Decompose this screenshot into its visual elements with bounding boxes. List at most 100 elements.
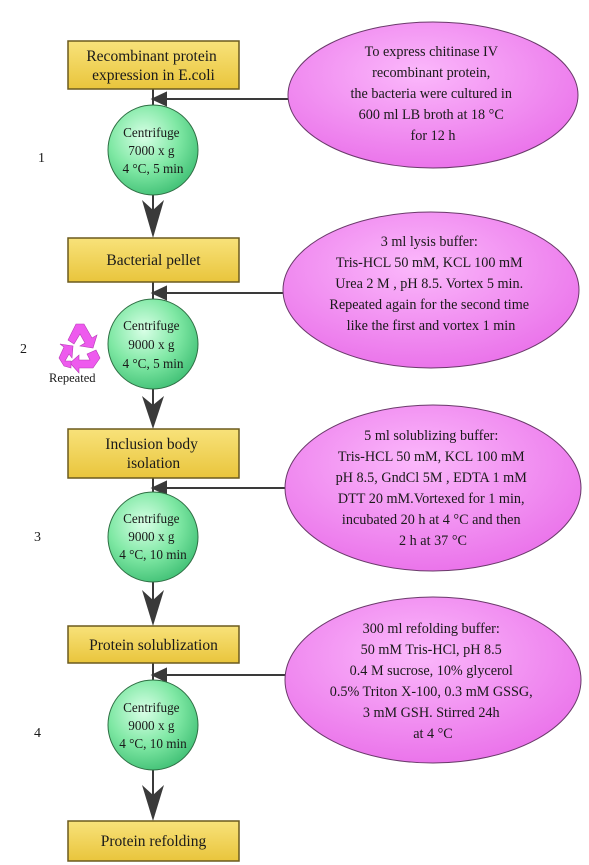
arrowhead-down bbox=[142, 396, 164, 429]
step-number: 4 bbox=[34, 726, 41, 741]
arrowhead-left bbox=[150, 667, 167, 683]
arrowhead-left bbox=[150, 91, 167, 107]
process-box-label: Bacterial pellet bbox=[106, 252, 201, 269]
process-box-shape bbox=[67, 237, 240, 283]
process-box-shape bbox=[67, 625, 240, 664]
centrifuge-line: Centrifuge bbox=[123, 318, 180, 333]
note-ellipse-2: 3 ml lysis buffer: Tris-HCL 50 mM, KCL 1… bbox=[282, 211, 580, 369]
centrifuge-line: Centrifuge bbox=[123, 511, 180, 526]
process-box-4: Protein solublization bbox=[67, 625, 240, 664]
centrifuge-label: Centrifuge 9000 x g 4 °C, 10 min bbox=[119, 700, 187, 751]
note-ellipse-1: To express chitinase IV recombinant prot… bbox=[287, 21, 579, 169]
box-line: Protein refolding bbox=[101, 833, 207, 850]
centrifuge-line: 4 °C, 5 min bbox=[123, 356, 184, 371]
note-line: 300 ml refolding buffer: bbox=[363, 621, 500, 637]
centrifuge-line: 9000 x g bbox=[128, 529, 175, 544]
centrifuge-circle-2: Centrifuge 9000 x g 4 °C, 5 min bbox=[107, 298, 199, 390]
centrifuge-line: Centrifuge bbox=[123, 700, 180, 715]
note-shape bbox=[287, 21, 579, 169]
centrifuge-line: 4 °C, 10 min bbox=[119, 736, 187, 751]
process-box-shape bbox=[67, 40, 240, 90]
note-line: pH 8.5, GndCl 5M , EDTA 1 mM bbox=[336, 470, 528, 486]
note-line: Tris-HCL 50 mM, KCL 100 mM bbox=[338, 449, 525, 465]
note-arrows bbox=[150, 91, 290, 683]
recycle-arrow bbox=[58, 343, 74, 369]
process-box-label: Recombinant protein expression in E.coli bbox=[86, 48, 220, 84]
centrifuge-line: 9000 x g bbox=[128, 718, 175, 733]
process-box-5: Protein refolding bbox=[67, 820, 240, 862]
centrifuge-label: Centrifuge 9000 x g 4 °C, 10 min bbox=[119, 511, 187, 562]
down-arrowheads bbox=[142, 200, 164, 821]
note-line: 0.5% Triton X-100, 0.3 mM GSSG, bbox=[330, 684, 533, 700]
centrifuge-line: 7000 x g bbox=[128, 143, 175, 158]
centrifuge-label: Centrifuge 9000 x g 4 °C, 5 min bbox=[123, 318, 184, 371]
note-line: incubated 20 h at 4 °C and then bbox=[342, 512, 521, 528]
note-ellipse-3: 5 ml solublizing buffer: Tris-HCL 50 mM,… bbox=[284, 404, 582, 572]
centrifuge-circle-4: Centrifuge 9000 x g 4 °C, 10 min bbox=[107, 679, 199, 771]
note-line: Urea 2 M , pH 8.5. Vortex 5 min. bbox=[335, 276, 523, 292]
arrowhead-left bbox=[150, 285, 167, 301]
centrifuge-circle-1: Centrifuge 7000 x g 4 °C, 5 min bbox=[107, 104, 199, 196]
process-box-2: Bacterial pellet bbox=[67, 237, 240, 283]
note-line: 3 ml lysis buffer: bbox=[381, 234, 478, 250]
step-number: 1 bbox=[38, 151, 45, 166]
note-line: 0.4 M sucrose, 10% glycerol bbox=[350, 663, 513, 679]
box-line: Bacterial pellet bbox=[106, 252, 201, 269]
recycle-arrow bbox=[67, 323, 98, 349]
note-shape bbox=[282, 211, 580, 369]
repeated-label: Repeated bbox=[49, 371, 96, 385]
arrowhead-left bbox=[150, 480, 167, 496]
note-line: 600 ml LB broth at 18 °C bbox=[359, 107, 504, 123]
box-line: Protein solublization bbox=[89, 637, 218, 654]
note-ellipse-4: 300 ml refolding buffer: 50 mM Tris-HCl,… bbox=[284, 596, 582, 764]
process-box-shape bbox=[67, 820, 240, 862]
note-text: 300 ml refolding buffer: 50 mM Tris-HCl,… bbox=[330, 621, 537, 742]
process-box-3: Inclusion body isolation bbox=[67, 428, 240, 479]
arrowhead-down bbox=[142, 785, 164, 821]
note-text: To express chitinase IV recombinant prot… bbox=[350, 44, 515, 144]
centrifuge-line: 4 °C, 10 min bbox=[119, 547, 187, 562]
arrowhead-down bbox=[142, 200, 164, 238]
box-line: Inclusion body bbox=[105, 436, 198, 453]
centrifuge-shape bbox=[107, 104, 199, 196]
process-box-label: Protein solublization bbox=[89, 637, 218, 654]
note-line: 50 mM Tris-HCl, pH 8.5 bbox=[361, 642, 502, 658]
note-line: for 12 h bbox=[411, 128, 456, 144]
centrifuge-line: 9000 x g bbox=[128, 337, 175, 352]
note-line: Tris-HCL 50 mM, KCL 100 mM bbox=[336, 255, 523, 271]
note-line: the bacteria were cultured in bbox=[350, 86, 512, 102]
note-text: 5 ml solublizing buffer: Tris-HCL 50 mM,… bbox=[336, 428, 531, 549]
centrifuge-shape bbox=[107, 679, 199, 771]
note-line: like the first and vortex 1 min bbox=[347, 318, 516, 334]
note-shape bbox=[284, 404, 582, 572]
centrifuge-shape bbox=[107, 298, 199, 390]
centrifuge-line: Centrifuge bbox=[123, 125, 180, 140]
recycle-icon bbox=[58, 323, 101, 374]
process-box-label: Protein refolding bbox=[101, 833, 207, 850]
note-line: at 4 °C bbox=[413, 726, 453, 742]
arrowhead-down bbox=[142, 590, 164, 626]
note-line: To express chitinase IV bbox=[365, 44, 499, 60]
process-box-shape bbox=[67, 428, 240, 479]
note-line: Repeated again for the second time bbox=[329, 297, 529, 313]
centrifuge-circle-3: Centrifuge 9000 x g 4 °C, 10 min bbox=[107, 491, 199, 583]
note-text: 3 ml lysis buffer: Tris-HCL 50 mM, KCL 1… bbox=[329, 234, 532, 334]
note-line: 5 ml solublizing buffer: bbox=[364, 428, 498, 444]
box-line: isolation bbox=[127, 455, 181, 472]
process-box-1: Recombinant protein expression in E.coli bbox=[67, 40, 240, 90]
centrifuge-label: Centrifuge 7000 x g 4 °C, 5 min bbox=[123, 125, 184, 176]
step-number: 3 bbox=[34, 530, 41, 545]
note-line: 2 h at 37 °C bbox=[399, 533, 467, 549]
step-numbers: 1 2 3 4 bbox=[20, 151, 45, 741]
step-number: 2 bbox=[20, 342, 27, 357]
centrifuge-line: 4 °C, 5 min bbox=[123, 161, 184, 176]
centrifuge-shape bbox=[107, 491, 199, 583]
note-shape bbox=[284, 596, 582, 764]
note-line: DTT 20 mM.Vortexed for 1 min, bbox=[338, 491, 525, 507]
box-line: expression in E.coli bbox=[92, 67, 215, 84]
process-box-label: Inclusion body isolation bbox=[105, 436, 201, 472]
recycle-arrow bbox=[69, 349, 101, 374]
note-line: 3 mM GSH. Stirred 24h bbox=[363, 705, 500, 721]
box-line: Recombinant protein bbox=[86, 48, 217, 65]
